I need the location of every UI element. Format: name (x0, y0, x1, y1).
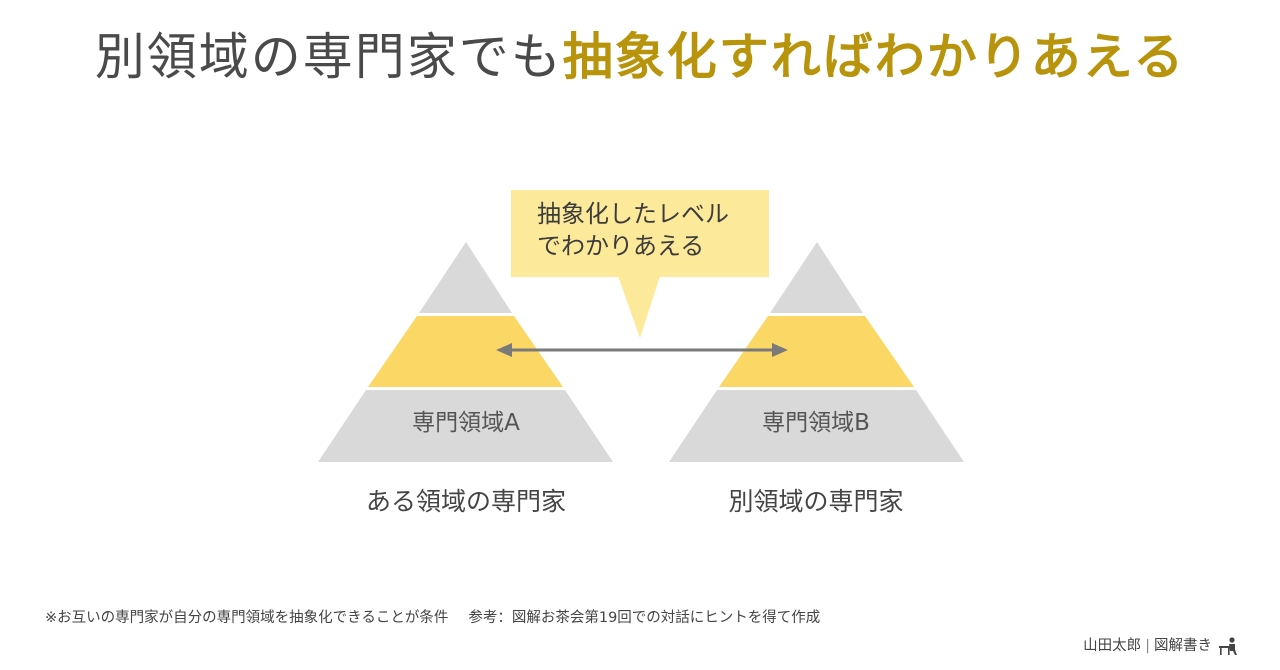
credit: 山田太郎|図解書き (1083, 635, 1240, 657)
title-part-plain: 別領域の専門家でも (94, 28, 563, 86)
pyramid-a (318, 242, 613, 462)
title-part-accent: 抽象化すればわかりあえる (562, 28, 1186, 86)
pyramid-a-caption: ある領域の専門家 (365, 487, 566, 516)
callout-line-1: 抽象化したレベル (537, 200, 729, 228)
pyramid-a-top (419, 242, 512, 313)
pyramid-b-base (669, 390, 964, 462)
pyramid-b-top (770, 242, 863, 313)
credit-author: 山田太郎 (1083, 638, 1142, 654)
pyramid-a-base (318, 390, 613, 462)
credit-separator: | (1145, 638, 1150, 654)
callout-line-2: でわかりあえる (537, 232, 705, 260)
pyramid-a-label: 専門領域A (412, 410, 520, 436)
callout-bubble (511, 190, 769, 338)
pyramid-a-middle (368, 316, 563, 387)
footnote-condition: ※お互いの専門家が自分の専門領域を抽象化できることが条件 (45, 610, 449, 626)
footnote: ※お互いの専門家が自分の専門領域を抽象化できることが条件 参考：図解お茶会第19回… (45, 607, 820, 629)
callout-text: 抽象化したレベル でわかりあえる (537, 198, 767, 262)
footnote-reference: 参考：図解お茶会第19回での対話にヒントを得て作成 (468, 610, 821, 626)
double-arrow (496, 343, 788, 357)
pyramid-b-label: 専門領域B (762, 410, 870, 436)
pyramid-b-caption: 別領域の専門家 (728, 487, 904, 516)
pyramid-b-middle (719, 316, 914, 387)
page-title: 別領域の専門家でも抽象化すればわかりあえる (0, 22, 1280, 92)
pyramid-b (669, 242, 964, 462)
credit-brand: 図解書き (1154, 638, 1212, 654)
person-at-desk-icon (1219, 637, 1237, 655)
